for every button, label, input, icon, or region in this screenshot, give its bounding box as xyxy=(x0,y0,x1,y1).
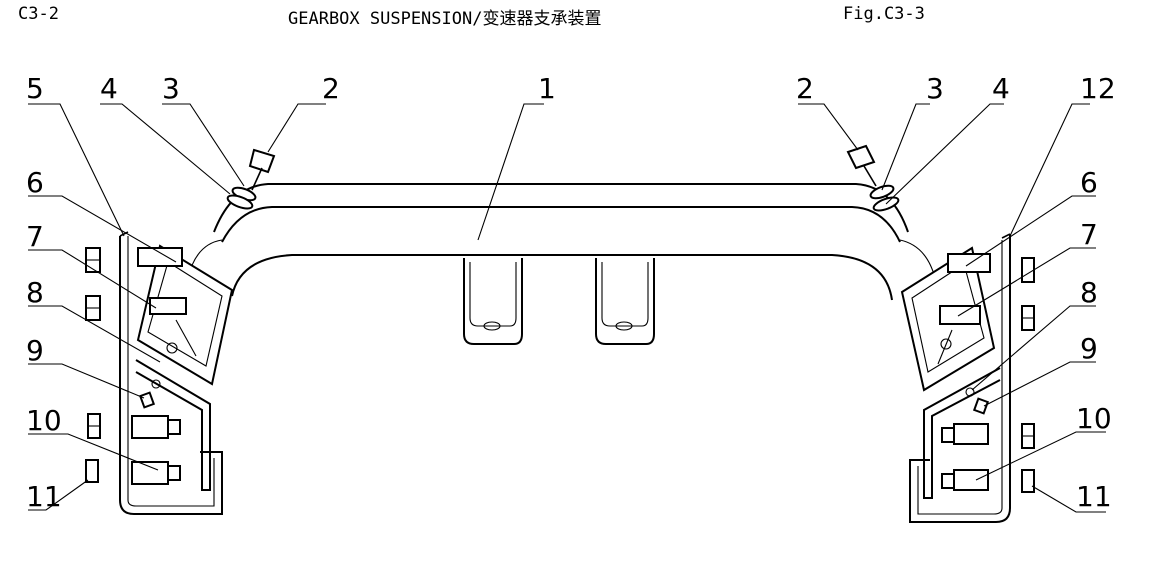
callout-7-right: 7 xyxy=(1080,218,1098,251)
right-bolts xyxy=(846,144,1035,493)
mount-bracket-right xyxy=(595,258,655,345)
leader-lines xyxy=(28,103,1106,513)
callout-12: 12 xyxy=(1080,72,1116,105)
callout-6-right: 6 xyxy=(1080,166,1098,199)
callouts-left-side: 6 7 8 9 10 11 xyxy=(26,166,62,513)
callout-2: 2 xyxy=(322,72,340,105)
callout-4-right: 4 xyxy=(992,72,1010,105)
drawing-title: GEARBOX SUSPENSION/变速器支承装置 xyxy=(288,9,602,29)
callout-8-right: 8 xyxy=(1080,276,1098,309)
callouts-right-side: 6 7 8 9 10 11 xyxy=(1076,166,1112,513)
callout-8-left: 8 xyxy=(26,276,44,309)
right-frame-plate xyxy=(909,233,1011,523)
page-code: C3-2 xyxy=(18,4,59,24)
callout-3: 3 xyxy=(162,72,180,105)
right-mount-block xyxy=(900,246,996,392)
callout-7-left: 7 xyxy=(26,220,44,253)
callout-10-right: 10 xyxy=(1076,402,1112,435)
callout-6-left: 6 xyxy=(26,166,44,199)
callout-2-right: 2 xyxy=(796,72,814,105)
callout-1: 1 xyxy=(538,72,556,105)
callout-11-left: 11 xyxy=(26,480,62,513)
mount-bracket-left xyxy=(463,258,523,345)
callouts-top-left: 5 4 3 2 1 xyxy=(26,72,556,105)
callouts-top-right: 2 3 4 12 xyxy=(796,72,1116,105)
callout-10-left: 10 xyxy=(26,404,62,437)
callout-3-right: 3 xyxy=(926,72,944,105)
callout-11-right: 11 xyxy=(1076,480,1112,513)
left-bolts xyxy=(85,148,276,485)
callout-9-right: 9 xyxy=(1080,332,1098,365)
cross-member xyxy=(187,183,937,301)
left-frame-plate xyxy=(119,231,223,515)
left-mount-block xyxy=(136,244,234,386)
figure-number: Fig.C3-3 xyxy=(843,4,925,24)
callout-9-left: 9 xyxy=(26,334,44,367)
callout-4: 4 xyxy=(100,72,118,105)
callout-5: 5 xyxy=(26,72,44,105)
